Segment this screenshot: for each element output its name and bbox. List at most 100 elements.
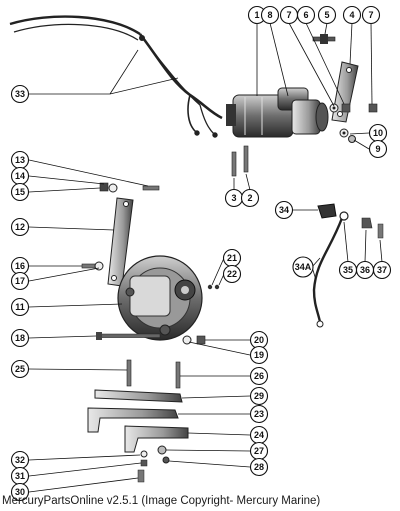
starter-hardware [329,103,378,143]
starter-bolts [231,145,249,177]
callout-28: 28 [249,457,269,477]
callout-circle [222,264,242,284]
callout-32: 32 [10,450,30,470]
callout-24: 24 [249,425,269,445]
callout-9: 9 [368,139,388,159]
alternator [117,255,203,341]
callout-circle [342,5,362,25]
callout-label: 17 [15,276,25,286]
callout-label: 21 [227,253,237,263]
callout-label: 30 [15,487,25,497]
callout-label: 7 [286,10,291,20]
callout-label: 12 [15,222,25,232]
callout-circle [10,217,30,237]
callout-circle [10,84,30,104]
leader-lines [28,22,383,493]
callout-circle [10,328,30,348]
callout-label: 16 [15,261,25,271]
wiring-harness [9,15,223,138]
callout-circle [368,139,388,159]
callout-33: 33 [10,84,30,104]
callout-label: 7 [368,10,373,20]
battery-cable [312,203,384,328]
callout-label: 18 [15,333,25,343]
callout-37: 37 [372,260,392,280]
terminal-nuts [207,284,220,290]
callout-7: 7 [361,5,381,25]
callout-circle [249,404,269,424]
callout-label: 33 [15,89,25,99]
callout-label: 24 [254,430,264,440]
callout-4: 4 [342,5,362,25]
mount-brackets [87,389,189,453]
callout-label: 34A [295,262,312,272]
callout-label: 4 [349,10,354,20]
callout-19: 19 [249,345,269,365]
callout-5: 5 [317,5,337,25]
callout-label: 10 [373,128,383,138]
callout-label: 9 [375,144,380,154]
callout-circle [249,366,269,386]
small-hardware [137,445,170,483]
callout-label: 13 [15,155,25,165]
callout-label: 8 [267,10,272,20]
callout-label: 37 [377,265,387,275]
callout-36: 36 [355,260,375,280]
stud [312,34,336,44]
bracket-bolt [99,182,160,193]
callout-label: 32 [15,455,25,465]
callout-27: 27 [249,441,269,461]
callout-circle [10,271,30,291]
callout-label: 23 [254,409,264,419]
callout-circle [274,200,294,220]
callout-circle [249,345,269,365]
callout-34: 34 [274,200,294,220]
callout-label: 27 [254,446,264,456]
callout-circle [249,386,269,406]
callout-6: 6 [296,5,316,25]
callout-35: 35 [338,260,358,280]
adjusting-bolt [81,261,104,271]
callout-label: 15 [15,187,25,197]
callout-circle [10,182,30,202]
callout-label: 36 [360,265,370,275]
callout-11: 11 [10,297,30,317]
callout-31: 31 [10,466,30,486]
callout-label: 2 [247,193,252,203]
callout-label: 5 [324,10,329,20]
callout-circle [372,260,392,280]
callout-25: 25 [10,359,30,379]
callout-label: 14 [15,171,25,181]
callout-label: 28 [254,462,264,472]
copyright-footer: MercuryPartsOnline v2.5.1 (Image Copyrig… [2,495,321,507]
callout-circle [292,256,314,278]
callout-21: 21 [222,248,242,268]
callout-label: 22 [227,269,237,279]
through-bolt [96,332,161,340]
callout-7: 7 [279,5,299,25]
callout-label: 1 [254,10,259,20]
callout-label: 6 [303,10,308,20]
callout-13: 13 [10,150,30,170]
callout-12: 12 [10,217,30,237]
callout-circle [10,359,30,379]
callout-18: 18 [10,328,30,348]
callout-8: 8 [260,5,280,25]
callout-label: 19 [254,350,264,360]
callout-23: 23 [249,404,269,424]
callout-10: 10 [368,123,388,143]
callout-circle [10,482,30,502]
callout-label: 35 [343,265,353,275]
callout-label: 20 [254,335,264,345]
callout-label: 26 [254,371,264,381]
callout-2: 2 [240,188,260,208]
callout-label: 29 [254,391,264,401]
callout-34a: 34A [292,256,314,278]
callout-30: 30 [10,482,30,502]
callout-label: 25 [15,364,25,374]
callout-29: 29 [249,386,269,406]
callout-circle [249,457,269,477]
callout-circle [10,297,30,317]
callout-circle [240,188,260,208]
